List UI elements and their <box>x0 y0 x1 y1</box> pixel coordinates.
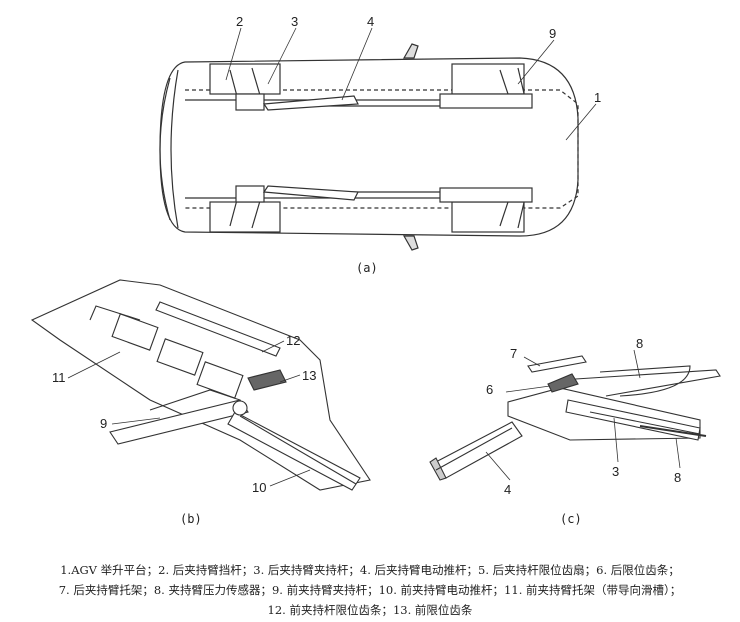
wheel-front-bottom <box>451 201 525 233</box>
agv-platform <box>185 89 579 209</box>
callout-b-10: 10 <box>252 480 266 495</box>
panel-a-sublabel: (a) <box>356 261 378 275</box>
panel-b-diagram <box>30 279 371 491</box>
callout-a-9: 9 <box>549 26 556 41</box>
front-push-rod-10 <box>227 411 361 491</box>
callout-b-9: 9 <box>100 416 107 431</box>
caption-line-3: 12. 前夹持杆限位齿条；13. 前限位齿条 <box>267 603 473 617</box>
pressure-sensor-8 <box>639 425 707 437</box>
callout-b-13: 13 <box>302 368 316 383</box>
car-body-outline <box>159 57 579 237</box>
panel-c-diagram <box>429 349 721 481</box>
panel-a-diagram <box>159 27 597 251</box>
panel-b-sublabel: (b) <box>180 512 202 526</box>
wheel-front-top <box>451 63 525 95</box>
callout-b-12: 12 <box>286 333 300 348</box>
rear-arm-bracket-7 <box>559 365 721 397</box>
front-limit-rack-13 <box>247 369 287 391</box>
front-clamp-arm-9 <box>109 399 249 445</box>
rear-limit-rack-6 <box>527 355 587 373</box>
caption-line-1: 1.AGV 举升平台；2. 后夹持臂挡杆；3. 后夹持臂夹持杆；4. 后夹持臂电… <box>60 563 680 577</box>
mirror-bottom <box>402 235 419 251</box>
callout-c-4: 4 <box>504 482 511 497</box>
callout-c-5: 6 <box>486 382 493 397</box>
callout-c-6: 7 <box>510 346 517 361</box>
callout-a-2: 2 <box>236 14 243 29</box>
panel-c-sublabel: (c) <box>560 512 582 526</box>
front-arm-bracket <box>30 279 371 491</box>
callout-c-3: 3 <box>612 464 619 479</box>
mirror-top <box>402 43 419 59</box>
wheel-rear-top <box>209 63 281 95</box>
caption-line-2: 7. 后夹持臂托架；8. 夹持臂压力传感器；9. 前夹持臂夹持杆；10. 前夹持… <box>58 583 682 597</box>
front-limit-rack-12 <box>155 301 281 357</box>
callout-a-1: 1 <box>594 90 601 105</box>
wheel-rear-bottom <box>209 201 281 233</box>
callout-c-8: 8 <box>674 470 681 485</box>
callout-a-4: 4 <box>367 14 374 29</box>
callout-b-11: 11 <box>52 370 66 385</box>
callout-c-7: 8 <box>636 336 643 351</box>
rear-limit-sector-5 <box>547 373 579 393</box>
callout-a-3: 3 <box>291 14 298 29</box>
